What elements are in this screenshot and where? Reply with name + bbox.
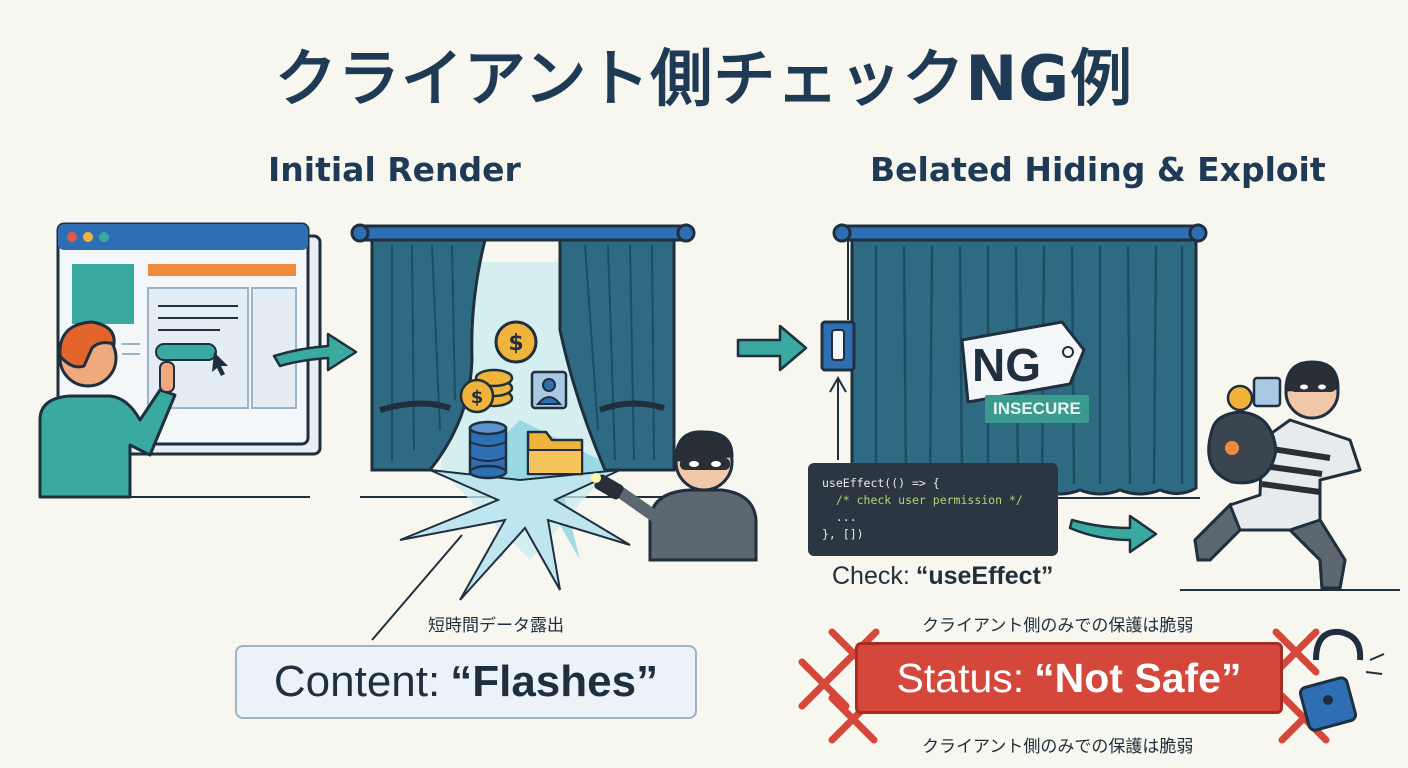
content-status-box: Content:“Flashes” xyxy=(235,645,697,719)
flow-arrow-3 xyxy=(1068,514,1158,554)
browser-window-icon xyxy=(40,222,322,498)
status-value: “Not Safe” xyxy=(1034,654,1242,701)
folder-icon xyxy=(526,430,584,476)
content-value: “Flashes” xyxy=(450,657,659,706)
code-line: /* check user permission */ xyxy=(822,493,1023,507)
svg-text:$: $ xyxy=(471,387,484,408)
code-snippet: useEffect(() => { /* check user permissi… xyxy=(808,463,1058,556)
thief-with-flashlight-icon xyxy=(591,430,758,562)
running-thief-icon xyxy=(1180,360,1400,591)
check-caption: Check:“useEffect” xyxy=(832,562,1053,591)
flow-arrow-2 xyxy=(736,324,808,372)
svg-text:$: $ xyxy=(508,331,523,356)
insecure-label: INSECURE xyxy=(985,395,1089,423)
code-line: }, []) xyxy=(822,527,864,541)
flow-arrow-1 xyxy=(272,332,358,372)
ng-tag-icon xyxy=(960,320,1086,404)
database-icon xyxy=(468,420,508,480)
ng-label: NG xyxy=(972,339,1041,391)
user-person-icon xyxy=(38,320,177,499)
code-line: useEffect(() => { xyxy=(822,476,940,490)
gold-coin-icon: $ xyxy=(494,320,538,364)
check-value: “useEffect” xyxy=(915,562,1054,590)
vulnerable-caption-bottom: クライアント側のみでの保護は脆弱 xyxy=(922,737,1194,757)
light-switch-icon xyxy=(820,240,856,460)
page-title: クライアント側チェックNG例 xyxy=(274,42,1134,115)
status-label: Status: xyxy=(896,654,1025,701)
open-curtain-icon xyxy=(350,223,696,601)
coin-stack-icon: $ xyxy=(459,368,514,414)
status-box: Status:“Not Safe” xyxy=(855,642,1283,714)
belated-hiding-heading: Belated Hiding & Exploit xyxy=(870,150,1326,189)
broken-padlock-icon xyxy=(1298,628,1385,732)
pointer-line xyxy=(371,534,463,641)
user-profile-icon xyxy=(530,370,568,410)
initial-render-heading: Initial Render xyxy=(268,150,521,189)
check-label: Check: xyxy=(832,562,910,590)
exposure-caption: 短時間データ露出 xyxy=(428,616,564,636)
code-line: ... xyxy=(822,510,857,524)
content-label: Content: xyxy=(273,657,441,706)
vulnerable-caption-top: クライアント側のみでの保護は脆弱 xyxy=(922,616,1194,636)
